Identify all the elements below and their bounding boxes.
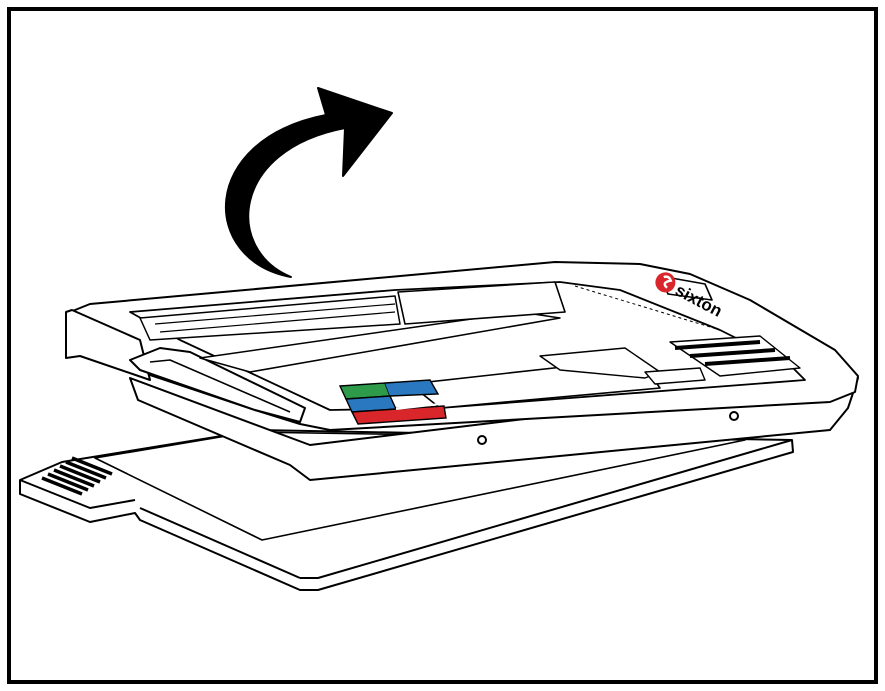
screw-right <box>729 411 739 421</box>
grip-ridges <box>41 456 113 496</box>
color-tabs <box>338 379 447 425</box>
screw-left <box>477 435 487 445</box>
rotate-up-arrow-icon <box>224 87 393 278</box>
color-tab-red <box>350 405 447 425</box>
bottom-plate <box>19 429 794 591</box>
tray-frame <box>65 261 859 481</box>
